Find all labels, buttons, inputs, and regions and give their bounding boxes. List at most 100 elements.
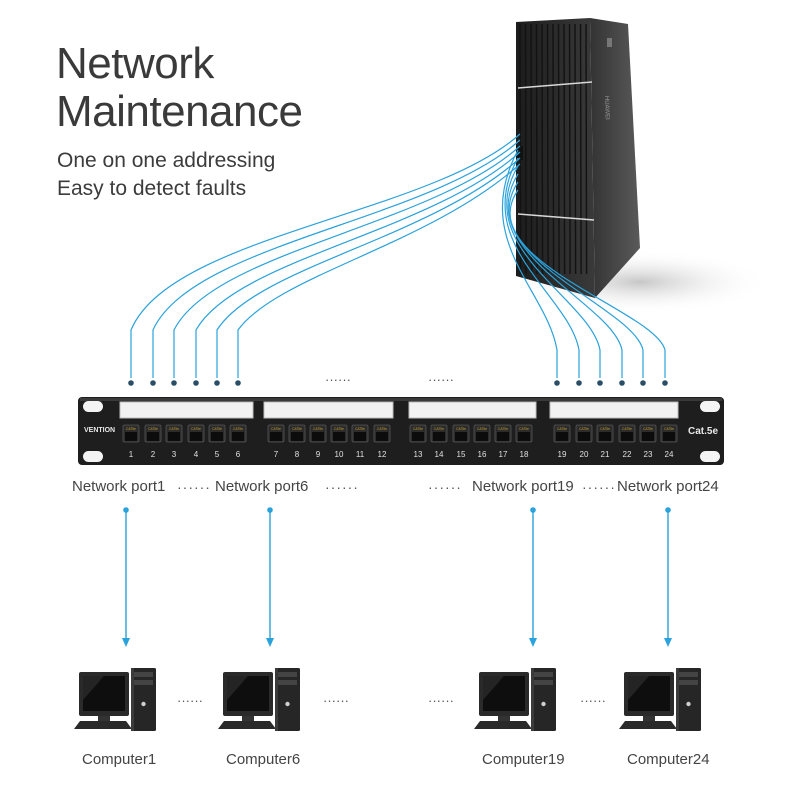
cable-end [554,380,560,386]
port-number: 8 [295,450,300,459]
rj45-opening [518,432,530,441]
cable-end [640,380,646,386]
arrow-head [266,638,274,647]
rj45-opening [125,432,137,441]
network-port-label-1: Network port1 [72,478,166,495]
connection-arrows [122,507,672,647]
screen-glare [628,676,649,700]
jack-label: CAT5e [456,427,466,431]
ellipsis: ······ [428,693,454,708]
rj45-opening [621,432,633,441]
cable-end [619,380,625,386]
jack-label: CAT5e [434,427,444,431]
label-strip [119,401,254,419]
cable [506,165,601,378]
computer-row [74,668,701,731]
rj45-opening [232,432,244,441]
ellipsis: ······ [177,693,203,708]
rj45-opening [497,432,509,441]
pc-tower [131,668,156,731]
port-number: 5 [215,450,220,459]
server-brand: HUAWEI [603,96,610,120]
cable-end [597,380,603,386]
rj45-opening [211,432,223,441]
network-port-label-6: Network port6 [215,478,309,495]
cable-end [576,380,582,386]
port-number: 18 [520,450,529,459]
jack-label: CAT5e [233,427,243,431]
arrow-head [122,638,130,647]
jack-label: CAT5e [600,427,610,431]
server-fin [530,23,533,275]
rack-ear-hole [700,401,720,412]
drive-bay [278,672,297,677]
rj45-opening [433,432,445,441]
drive-bay [134,672,153,677]
rj45-opening [455,432,467,441]
ellipsis: ······ [325,479,359,495]
page-title: Network Maintenance [56,39,303,136]
keyboard [74,721,132,729]
computer-4 [619,668,701,731]
ellipsis: ······ [177,479,211,495]
server-fin [579,23,582,275]
rj45-opening [147,432,159,441]
rj45-opening [412,432,424,441]
label-strip [263,401,394,419]
power-button [141,701,146,707]
computer-label-19: Computer19 [482,751,565,768]
down-arrow [529,507,537,647]
rj45-opening [333,432,345,441]
rj45-opening [556,432,568,441]
port-number: 15 [457,450,466,459]
server-fin [568,23,571,275]
server-side [590,18,640,298]
port-number: 9 [316,450,321,459]
port-number: 13 [414,450,423,459]
port-number: 21 [601,450,610,459]
pc-tower [676,668,701,731]
rj45-opening [376,432,388,441]
keyboard [619,721,677,729]
drive-bay [534,672,553,677]
pc-tower [531,668,556,731]
ellipsis: ······ [428,372,454,387]
ellipsis: ······ [325,372,351,387]
label-strip [408,401,537,419]
network-port-21[interactable]: CAT5e 21 [596,424,614,459]
network-port-label-24: Network port24 [617,478,719,495]
title-line-2: Maintenance [56,87,303,136]
jack-label: CAT5e [271,427,281,431]
drive-bay [679,672,698,677]
jack-label: CAT5e [643,427,653,431]
network-port-15[interactable]: CAT5e 15 [452,424,470,459]
jack-label: CAT5e [664,427,674,431]
subtitle-line-2: Easy to detect faults [57,177,247,200]
title-line-1: Network [56,39,214,88]
monitor-stand [242,716,254,721]
jack-label: CAT5e [622,427,632,431]
